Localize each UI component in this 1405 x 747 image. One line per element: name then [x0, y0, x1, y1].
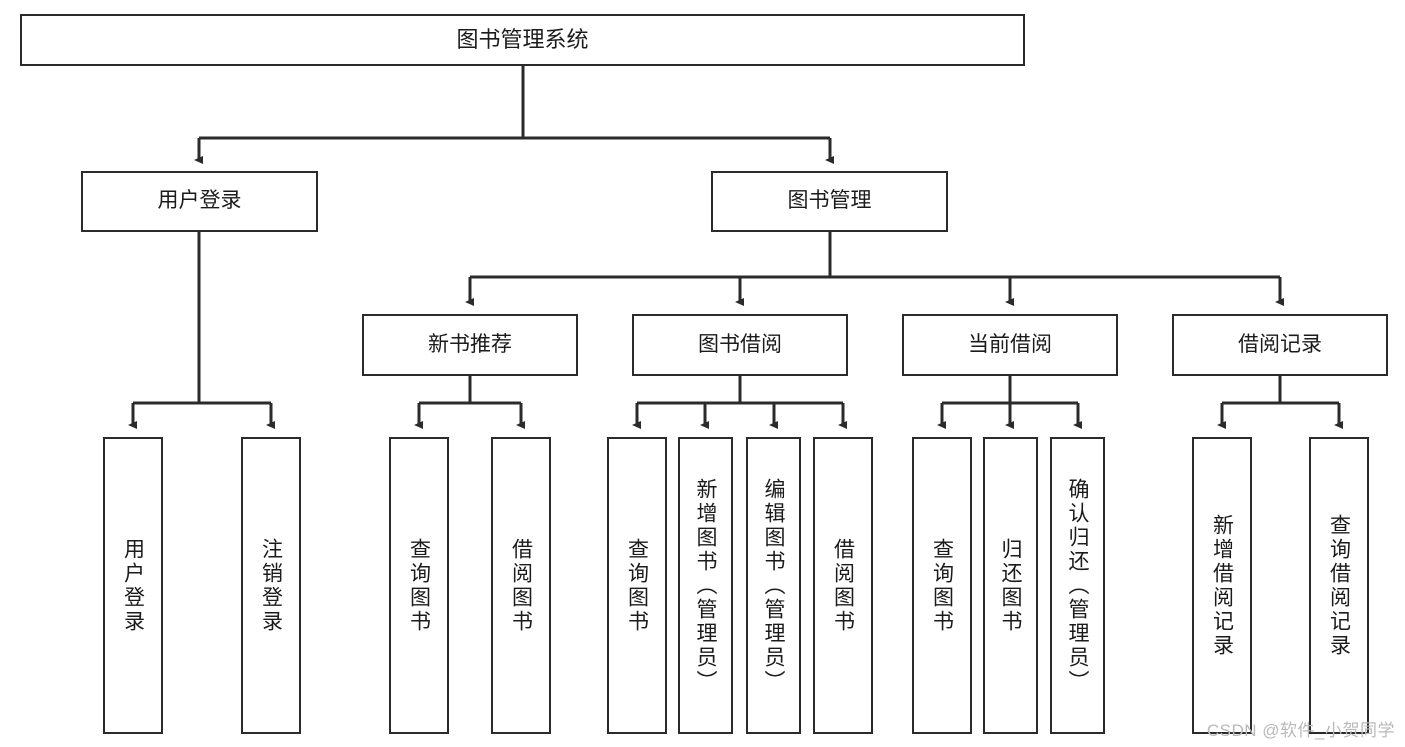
leaf-logout[interactable]: 注销登录: [241, 437, 301, 734]
node-borrow-records[interactable]: 借阅记录: [1172, 314, 1388, 376]
node-label: 用户登录: [121, 537, 145, 634]
node-label: 借阅图书: [831, 537, 855, 634]
leaf-return-book[interactable]: 归还图书: [983, 437, 1038, 734]
node-current-borrow[interactable]: 当前借阅: [902, 314, 1118, 376]
leaf-confirm-return-admin[interactable]: 确认归还（管理员）: [1050, 437, 1105, 734]
node-label: 借阅记录: [1238, 332, 1322, 356]
leaf-borrow-book[interactable]: 借阅图书: [813, 437, 873, 734]
node-label: 图书借阅: [698, 332, 782, 356]
leaf-user-login[interactable]: 用户登录: [103, 437, 163, 734]
leaf-query-book-recommend[interactable]: 查询图书: [389, 437, 449, 734]
node-label: 注销登录: [259, 537, 283, 634]
node-label: 新书推荐: [428, 332, 512, 356]
node-label: 借阅图书: [509, 537, 533, 634]
node-user-login[interactable]: 用户登录: [81, 171, 318, 232]
node-label: 新增借阅记录: [1210, 513, 1234, 658]
node-label: 查询图书: [625, 537, 649, 634]
node-label: 归还图书: [999, 537, 1022, 634]
node-root-system[interactable]: 图书管理系统: [20, 14, 1025, 66]
leaf-edit-book-admin[interactable]: 编辑图书（管理员）: [746, 437, 801, 734]
node-book-borrow[interactable]: 图书借阅: [632, 314, 848, 376]
leaf-query-borrow-record[interactable]: 查询借阅记录: [1309, 437, 1369, 734]
node-label: 用户登录: [157, 189, 242, 213]
node-label: 图书管理: [787, 189, 872, 213]
leaf-add-borrow-record[interactable]: 新增借阅记录: [1192, 437, 1252, 734]
leaf-borrow-book-recommend[interactable]: 借阅图书: [491, 437, 551, 734]
leaf-query-book-current[interactable]: 查询图书: [912, 437, 972, 734]
node-label: 图书管理系统: [456, 27, 589, 53]
node-label: 确认归还（管理员）: [1066, 477, 1089, 694]
node-label: 新增图书（管理员）: [694, 477, 717, 694]
node-label: 查询借阅记录: [1327, 513, 1351, 658]
leaf-add-book-admin[interactable]: 新增图书（管理员）: [678, 437, 733, 734]
node-new-book-recommend[interactable]: 新书推荐: [362, 314, 578, 376]
node-label: 查询图书: [407, 537, 431, 634]
node-label: 当前借阅: [968, 332, 1052, 356]
node-label: 编辑图书（管理员）: [762, 477, 785, 694]
node-label: 查询图书: [930, 537, 954, 634]
node-book-management[interactable]: 图书管理: [711, 171, 948, 232]
watermark-text: CSDN @软件_小贺同学: [1206, 721, 1395, 740]
leaf-query-book-borrow[interactable]: 查询图书: [607, 437, 667, 734]
